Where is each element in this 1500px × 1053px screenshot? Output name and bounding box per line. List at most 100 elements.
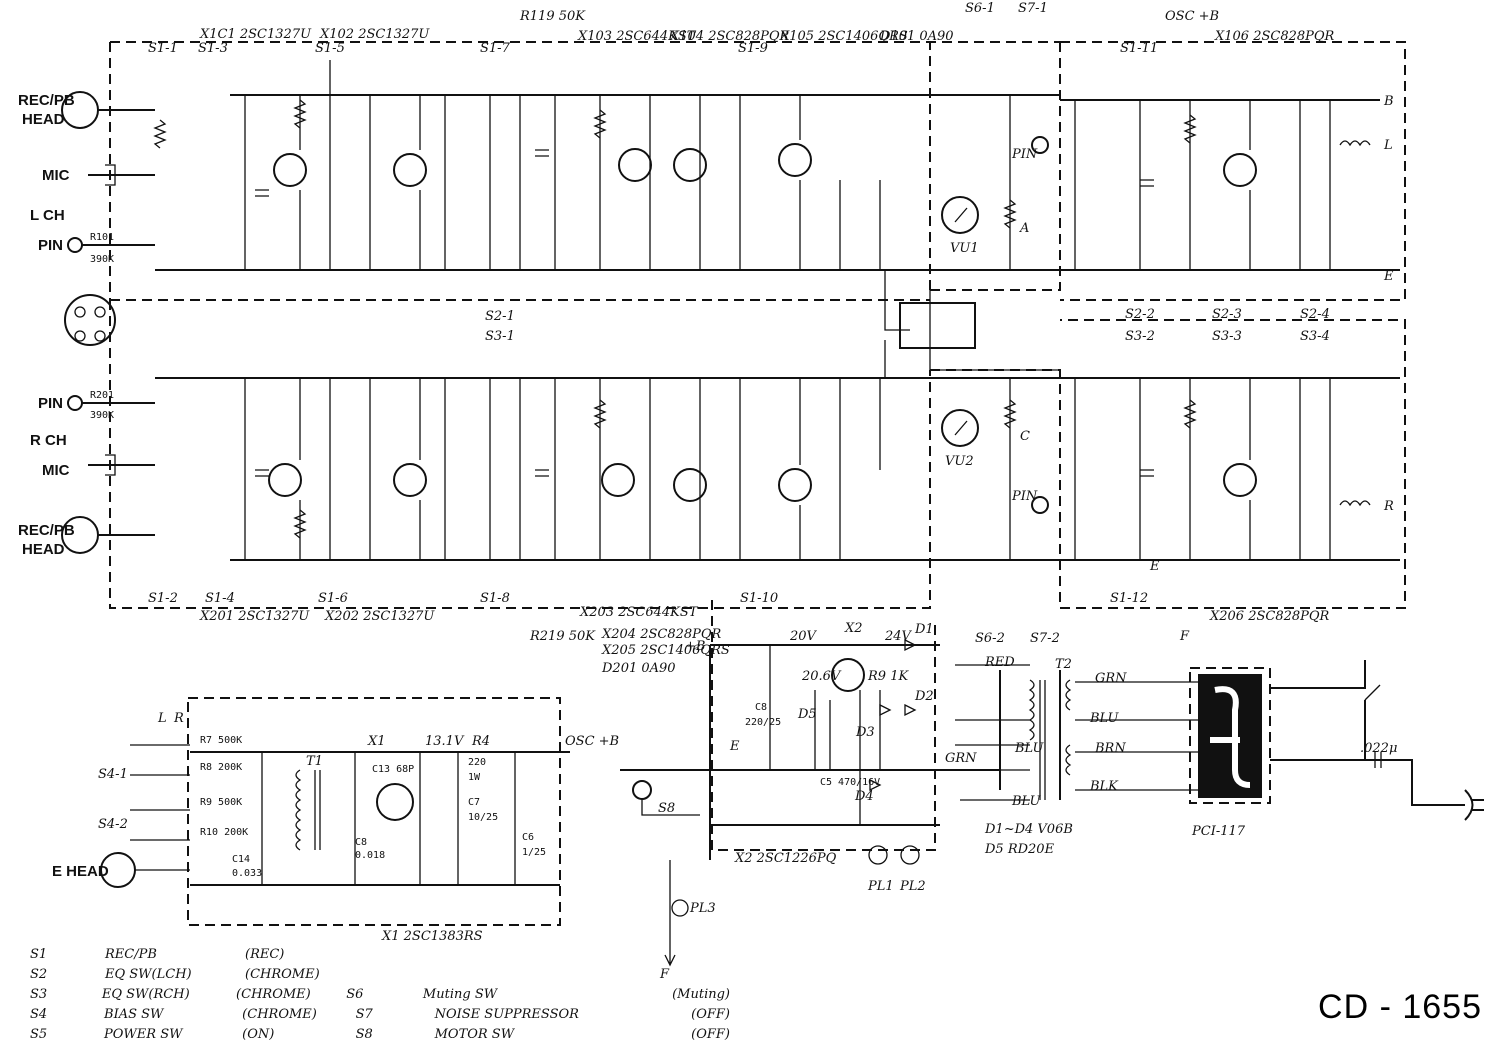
node-c-label: C — [1020, 429, 1030, 444]
switch-legend: S1 REC/PB (REC) S2 EQ SW(LCH) (CHROME) S… — [30, 944, 730, 1044]
legend-switch: S2 — [30, 966, 48, 982]
legend-row: S2 EQ SW(LCH) (CHROME) — [30, 964, 730, 984]
x1-label: X1 2SC1383RS — [381, 929, 483, 944]
legend-function-2: MOTOR SW — [434, 1026, 515, 1042]
model-number: CD - 1655 — [1318, 988, 1482, 1026]
legend-state: (ON) — [242, 1026, 275, 1042]
c7-label: C7 — [468, 797, 480, 808]
x2-label: X2 2SC1226PQ — [734, 851, 837, 866]
s2-2-label: S2-2 — [1125, 307, 1155, 322]
node-e-label: E — [1383, 269, 1394, 284]
node-a-label: A — [1019, 221, 1029, 236]
legend-function: EQ SW(LCH) — [105, 966, 192, 982]
d2-label: D2 — [914, 689, 934, 704]
t2-label: T2 — [1055, 657, 1072, 672]
bias-l-label: L — [157, 711, 167, 726]
r4-watt: 1W — [468, 772, 481, 783]
lch-head-label-1: REC/PB — [18, 92, 75, 109]
vu-meter-1 — [941, 196, 979, 234]
s6-2-label: S6-2 — [975, 631, 1005, 646]
legend-state: (CHROME) — [245, 966, 320, 982]
vu2-label: VU2 — [945, 454, 974, 469]
v206-label: 20.6V — [801, 669, 842, 684]
s3-3-label: S3-3 — [1212, 329, 1242, 344]
v20-label: 20V — [789, 629, 818, 644]
legend-switch-2: S8 — [355, 1026, 373, 1042]
legend-switch: S3 — [30, 986, 48, 1002]
x2-transistor-label: X2 — [844, 621, 863, 636]
rch-pin-out-label: PIN — [1011, 489, 1038, 504]
transistor-x206 — [1223, 463, 1257, 497]
s2-4-label: S2-4 — [1300, 307, 1330, 322]
plus-b-label: +B — [685, 639, 705, 654]
legend-state-2: (OFF) — [691, 1006, 730, 1022]
legend-row: S1 REC/PB (REC) — [30, 944, 730, 964]
vu1-label: VU1 — [950, 241, 979, 256]
s4-1-label: S4-1 — [98, 767, 128, 782]
vu-meter-2 — [941, 409, 979, 447]
c6-label: C6 — [522, 832, 534, 843]
legend-switch-2: S7 — [355, 1006, 373, 1022]
legend-state: (REC) — [245, 946, 285, 962]
lch-label: L CH — [30, 207, 65, 224]
node-b-label: B — [1383, 94, 1394, 109]
legend-switch: S1 — [30, 946, 48, 962]
legend-state-2: (OFF) — [691, 1026, 730, 1042]
e-node-label: E — [729, 739, 740, 754]
r7-label: R7 500K — [200, 735, 242, 746]
transistor-x205 — [778, 468, 812, 502]
transistor-x103 — [618, 148, 652, 182]
cap-022-label: .022μ — [1360, 741, 1397, 756]
s8-label: S8 — [658, 801, 675, 816]
legend-function: REC/PB — [105, 946, 157, 962]
r101-value: 390K — [90, 254, 114, 265]
d4-label: D4 — [854, 789, 874, 804]
transistor-x104 — [673, 148, 707, 182]
rch-mic-label: MIC — [42, 462, 70, 479]
motor — [632, 780, 652, 800]
transistor-x106 — [1223, 153, 1257, 187]
c14-label: C14 — [232, 854, 250, 865]
grn-label-left: GRN — [945, 751, 977, 766]
d101-label: D101 0A90 — [879, 29, 954, 44]
x101-label: X1C1 2SC1327U — [199, 27, 312, 42]
transistor-x1 — [376, 783, 414, 821]
grn-label: GRN — [1095, 671, 1127, 686]
s1-10-label: S1-10 — [740, 591, 778, 606]
x102-label: X102 2SC1327U — [319, 27, 430, 42]
schematic-labels: REC/PB HEAD MIC L CH PIN R101 390K PIN R… — [18, 1, 1397, 982]
transistor-x202 — [393, 463, 427, 497]
x106-label: X106 2SC828PQR — [1214, 29, 1335, 44]
c8-label: C8 — [355, 837, 367, 848]
rch-label: R CH — [30, 432, 67, 449]
d5-label: D5 — [797, 707, 817, 722]
r9-label: R9 500K — [200, 797, 242, 808]
r101-label: R101 — [90, 232, 114, 243]
r4-value: 220 — [468, 757, 486, 768]
s3-2-label: S3-2 — [1125, 329, 1155, 344]
pilot-lamp-2 — [900, 845, 920, 865]
r201-value: 390K — [90, 410, 114, 421]
node-f-label: F — [1179, 629, 1190, 644]
r10-label: R10 200K — [200, 827, 248, 838]
x104-label: X104 2SC828PQR — [669, 29, 790, 44]
legend-row: S5 POWER SW (ON) S8 MOTOR SW (OFF) — [30, 1024, 730, 1044]
s1-5-label: S1-5 — [315, 41, 345, 56]
legend-state: (CHROME) — [242, 1006, 317, 1022]
s7-2-label: S7-2 — [1030, 631, 1060, 646]
x205-label: X205 2SC1406QRS — [601, 643, 730, 658]
x105-label: X105 2SC1406QRS — [779, 29, 908, 44]
s1-4-label: S1-4 — [205, 591, 235, 606]
red-label: RED — [984, 655, 1015, 670]
d5-type-label: D5 RD20E — [984, 842, 1055, 857]
d3-label: D3 — [855, 725, 875, 740]
bias-r-label: R — [173, 711, 184, 726]
osc-b-top-label: OSC +B — [1165, 9, 1219, 24]
s1-1-label: S1-1 — [148, 41, 178, 56]
r201-label: R201 — [90, 390, 114, 401]
v24-label: 24V — [884, 629, 913, 644]
node-r-label: R — [1383, 499, 1394, 514]
lch-head-label-2: HEAD — [22, 111, 65, 128]
lch-pin-label: PIN — [38, 237, 63, 254]
s7-1-label: S7-1 — [1018, 1, 1048, 16]
